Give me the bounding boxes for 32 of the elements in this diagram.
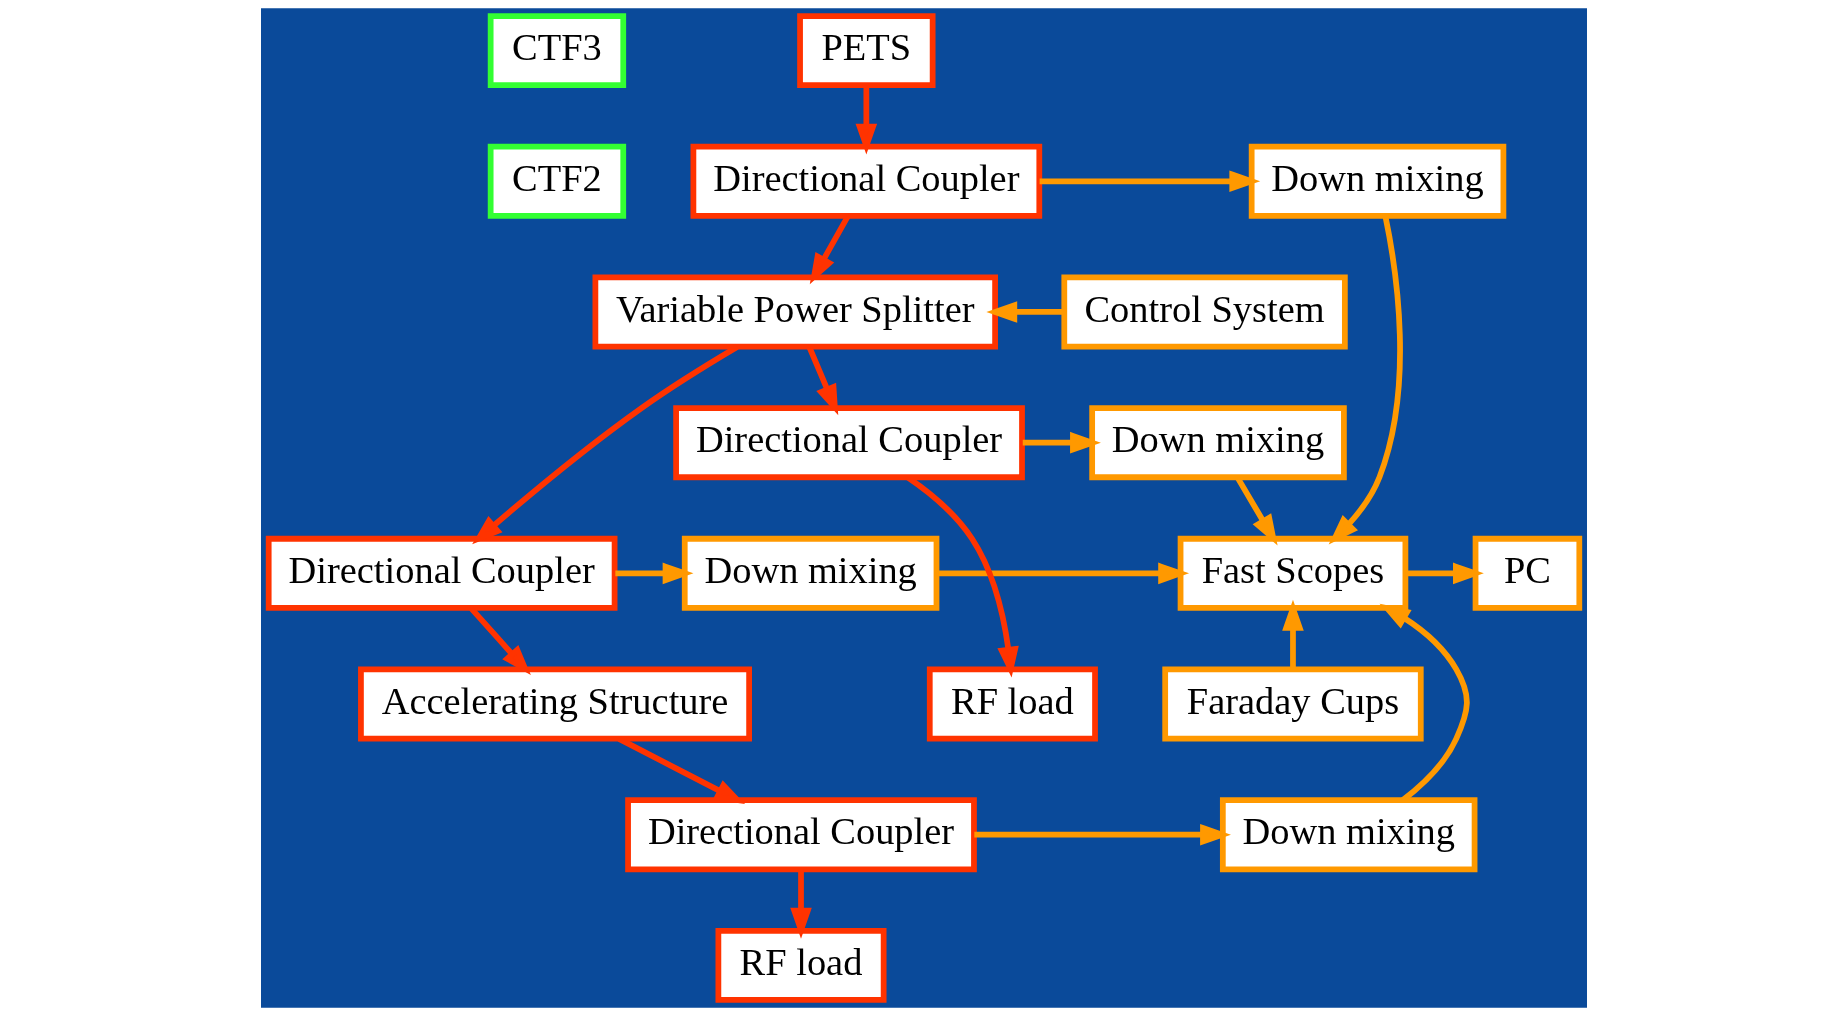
node-box: Accelerating Structure — [358, 666, 752, 742]
node-box: Control System — [1061, 274, 1348, 350]
arrow — [615, 562, 694, 585]
node-box: Directional Coupler — [673, 405, 1025, 481]
arrow — [809, 215, 851, 285]
node-box: Directional Coupler — [265, 535, 618, 611]
arrow — [986, 301, 1064, 323]
node-box: Fast Scopes — [1177, 535, 1409, 611]
node-box: Faraday Cups — [1162, 666, 1424, 742]
node-box: Down mixing — [681, 535, 940, 611]
arrow — [790, 869, 812, 939]
node-box: Down mixing — [1219, 797, 1478, 873]
arrow — [855, 85, 878, 155]
arrow — [1405, 562, 1484, 585]
node-box: Down mixing — [1248, 143, 1507, 219]
node-box: Down mixing — [1089, 405, 1347, 481]
node-box: RF load — [715, 927, 887, 1003]
arrow — [806, 346, 839, 416]
arrow — [1022, 431, 1101, 454]
arrow — [1282, 599, 1304, 669]
arrow — [936, 562, 1190, 585]
arrow — [974, 823, 1231, 846]
node-box: CTF2 — [487, 143, 627, 219]
arrow — [1328, 215, 1403, 545]
node-box: Variable Power Splitter — [592, 274, 998, 350]
node-box: PC — [1472, 535, 1583, 611]
node-box: PETS — [797, 13, 936, 89]
arrow — [1039, 170, 1261, 193]
node-box: Directional Coupler — [690, 143, 1043, 219]
node-box: RF load — [926, 666, 1098, 742]
node-box: CTF3 — [487, 13, 627, 89]
node-box: Directional Coupler — [625, 797, 977, 873]
